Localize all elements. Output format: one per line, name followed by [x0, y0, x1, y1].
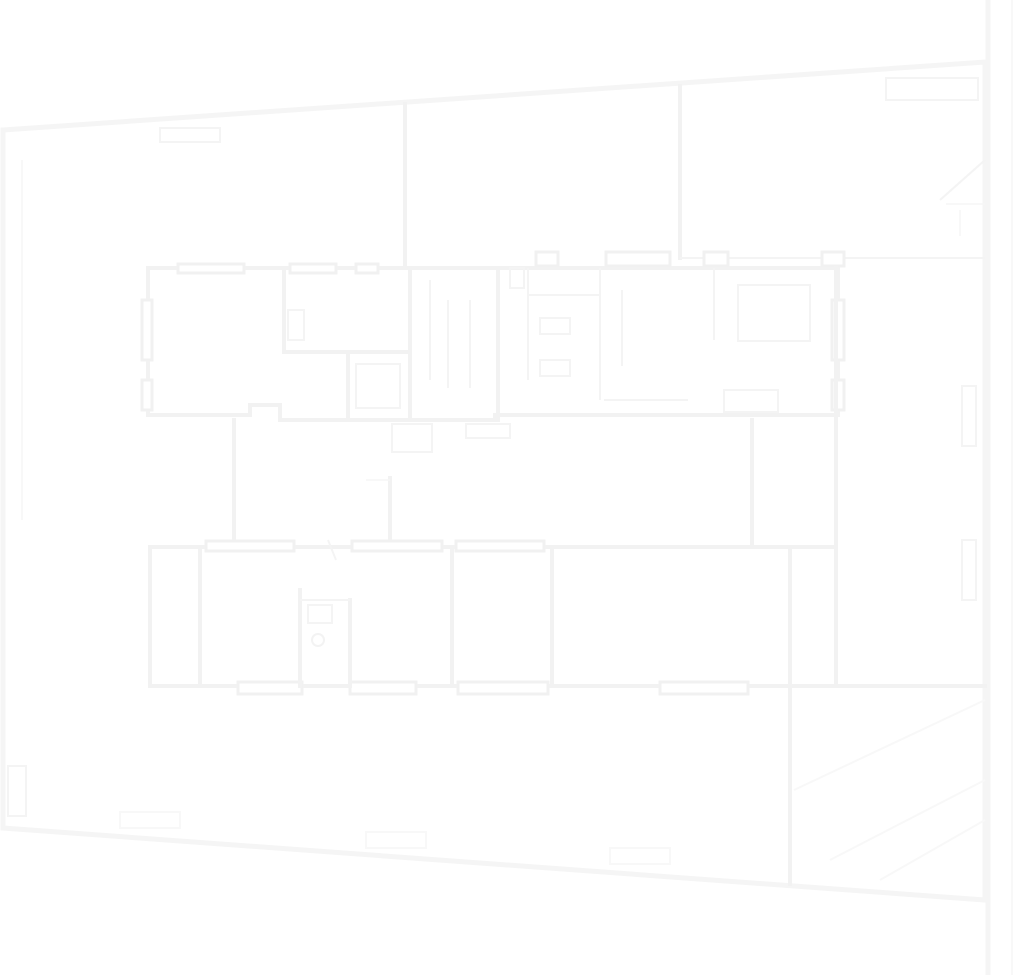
top-left-box: [159, 127, 221, 143]
lower-corner-line: [327, 539, 337, 561]
bottom-diagonal-3: [879, 819, 986, 881]
upper-room-box: [737, 284, 811, 342]
site-boundary: [0, 59, 988, 903]
top-right-diagonal: [939, 159, 986, 201]
right-side-window-b: [961, 539, 977, 601]
upper-stair-box: [355, 363, 401, 409]
lower-window-3: [454, 539, 546, 553]
upper-fixture-a: [539, 317, 571, 335]
right-side-window-a: [961, 385, 977, 447]
upper-window-5: [604, 250, 672, 268]
bottom-diagonal-1: [793, 699, 986, 791]
lower-window-bottom-1: [236, 680, 304, 696]
bottom-strip-2: [365, 831, 427, 849]
lower-window-bottom-3: [456, 680, 550, 696]
lower-window-1: [204, 539, 296, 553]
upper-window-7: [820, 250, 846, 268]
top-right-box: [885, 77, 979, 101]
bottom-left-box: [7, 765, 27, 817]
bottom-strip: [119, 811, 181, 829]
upper-fixture-e: [287, 309, 305, 341]
lower-fixture-box: [307, 604, 333, 624]
upper-window-6: [702, 250, 730, 268]
upper-window-1: [176, 262, 246, 275]
upper-fixture-b: [539, 359, 571, 377]
bottom-diagonal-2: [829, 779, 986, 861]
upper-window-3: [354, 262, 380, 275]
upper-window-4: [534, 250, 560, 268]
lower-block-outline: [148, 545, 838, 688]
upper-fixture-c: [509, 267, 525, 289]
lower-window-2: [350, 539, 444, 553]
corridor-stair-a: [391, 423, 433, 453]
upper-left-side-window-2: [140, 378, 154, 412]
corridor-stair-b: [465, 423, 511, 439]
lower-fixture-round: [311, 633, 325, 647]
upper-window-2: [288, 262, 338, 275]
upper-left-side-window-1: [140, 298, 154, 362]
upper-fixture-d: [723, 389, 779, 413]
upper-block-outline: [146, 266, 840, 422]
lower-window-bottom-2: [348, 680, 418, 696]
lower-window-bottom-4: [658, 680, 750, 696]
bottom-strip-3: [609, 847, 671, 865]
